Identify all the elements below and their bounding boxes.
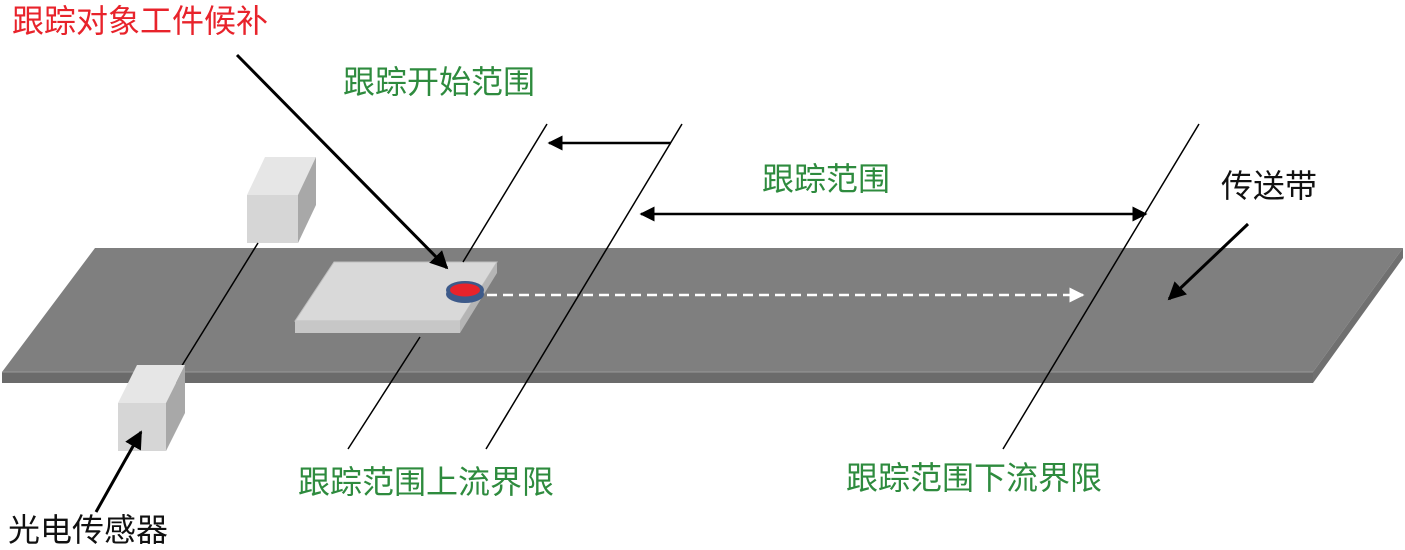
sensor-beam-line [177, 242, 259, 373]
target-marker-icon [446, 281, 484, 303]
photo-sensor-icon [247, 157, 316, 243]
photo-sensor-icon [118, 365, 185, 451]
tracking-range-label: 跟踪范围 [762, 160, 891, 198]
target-candidate-arrow [235, 53, 449, 270]
photo-sensor-label: 光电传感器 [8, 511, 169, 549]
downstream-limit-line [1002, 123, 1200, 450]
upstream-limit-line [485, 123, 683, 450]
conveyor-label: 传送带 [1221, 167, 1318, 205]
conveyor-arrow [1167, 222, 1250, 301]
start-range-boundary-line [462, 123, 548, 263]
upstream-limit-label: 跟踪范围上流界限 [298, 463, 555, 501]
workpiece-pointer-line [347, 336, 421, 450]
photo-sensor-arrow [94, 430, 143, 513]
downstream-limit-label: 跟踪范围下流界限 [846, 459, 1103, 497]
conveyor-belt [2, 248, 1403, 383]
target-candidate-label: 跟踪对象工件候补 [12, 2, 269, 40]
start-range-label: 跟踪开始范围 [343, 63, 536, 101]
